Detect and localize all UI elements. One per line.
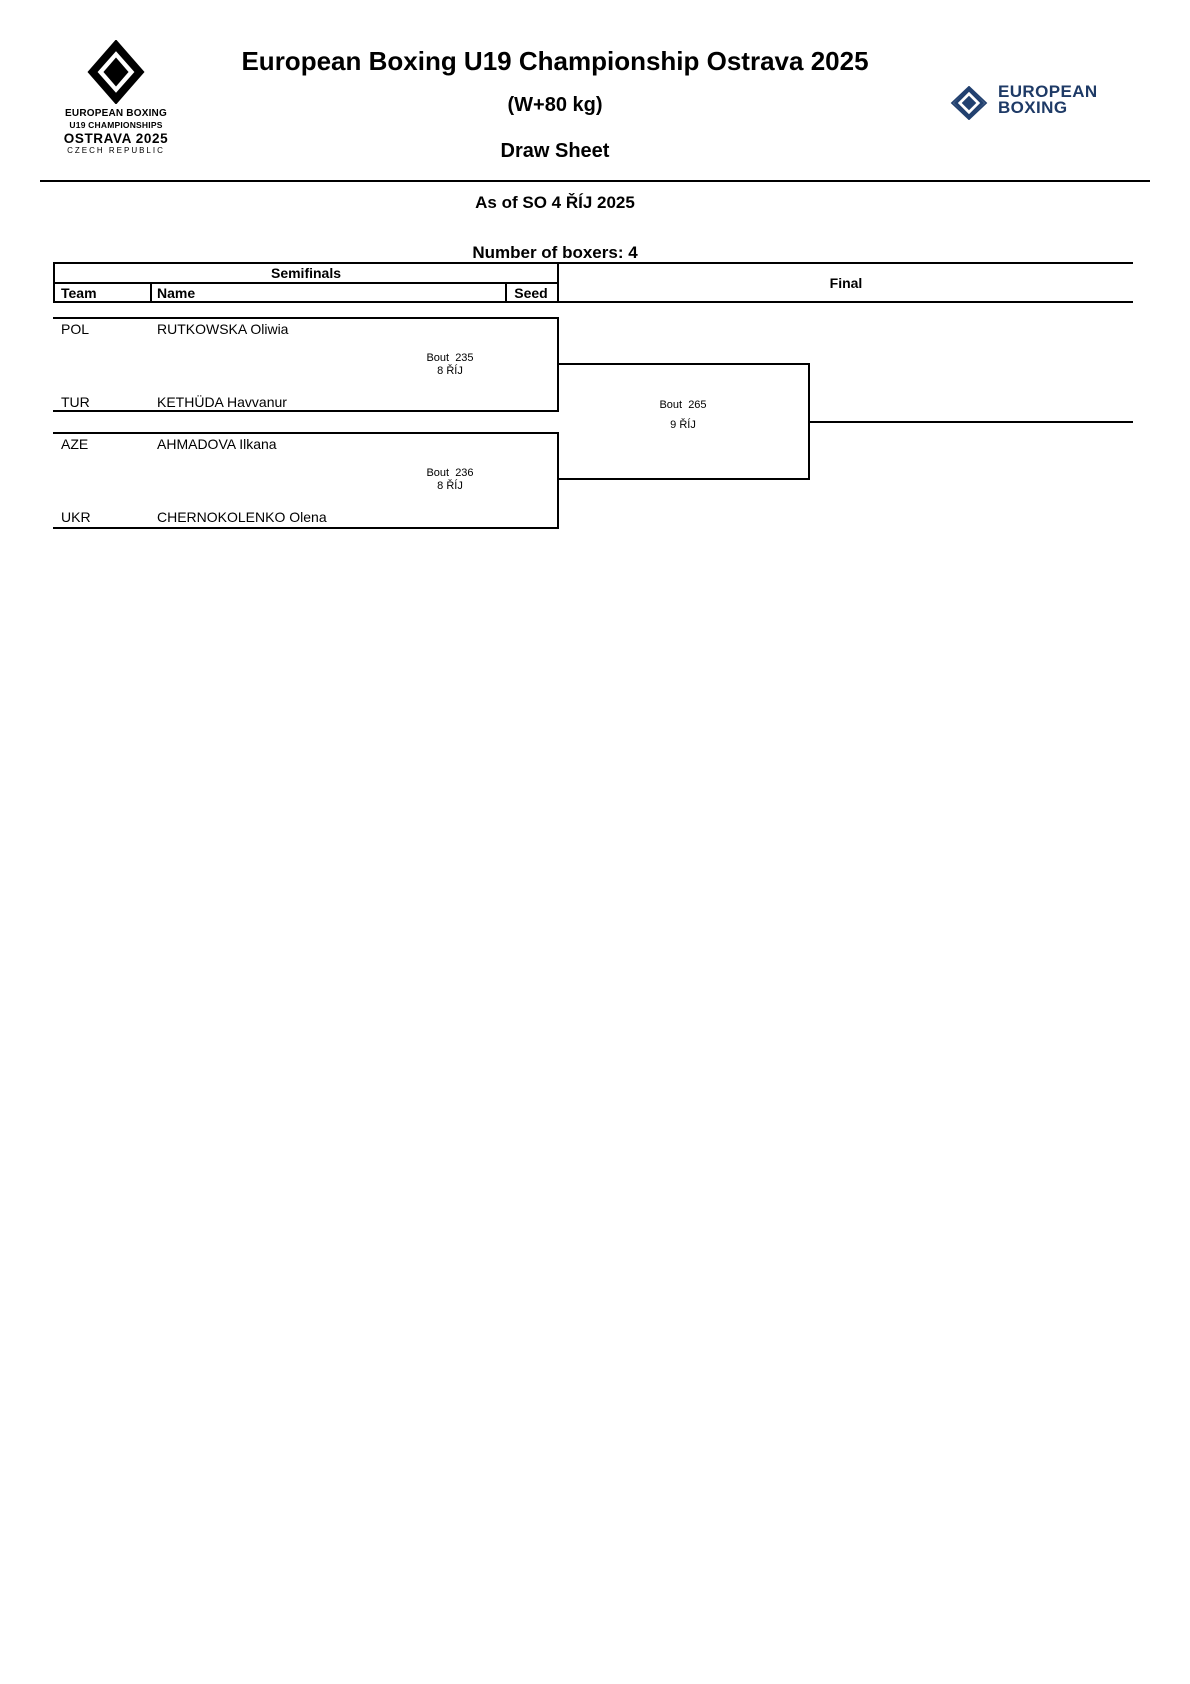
table-border — [53, 262, 55, 303]
table-border — [53, 262, 559, 264]
bout-label: Bout 236 — [426, 467, 474, 479]
boxer-name: RUTKOWSKA Oliwia — [157, 321, 289, 337]
bracket-line-top-sf1 — [53, 317, 559, 319]
bout-date: 9 ŘÍJ — [670, 419, 696, 431]
table-border — [53, 282, 559, 284]
boxer-team: AZE — [61, 436, 89, 452]
bout-date: 8 ŘÍJ — [437, 365, 463, 377]
bout-date: 8 ŘÍJ — [437, 480, 463, 492]
table-border — [505, 282, 507, 303]
bracket-winner-line-sf2 — [557, 478, 810, 480]
tournament-logo-line3: OSTRAVA 2025 — [63, 131, 169, 146]
bracket-connector-sf2 — [557, 432, 559, 529]
header-rule — [40, 180, 1150, 182]
round-header-semifinals: Semifinals — [270, 265, 342, 281]
tournament-logo-line4: CZECH REPUBLIC — [67, 146, 165, 155]
federation-logo-text: EUROPEAN BOXING — [998, 82, 1098, 117]
table-border — [53, 301, 559, 303]
tournament-logo-line1: EUROPEAN BOXING — [65, 108, 167, 119]
bracket-line-bottom-sf1 — [53, 410, 559, 412]
round-header-final: Final — [829, 275, 863, 291]
sheet-type: Draw Sheet — [500, 140, 610, 162]
col-header-team: Team — [61, 285, 97, 301]
boxer-team: UKR — [61, 509, 91, 525]
bracket-winner-line-final — [808, 421, 1133, 423]
table-border — [557, 262, 559, 303]
col-header-name: Name — [157, 285, 196, 301]
boxer-team: TUR — [61, 394, 90, 410]
bracket-line-top-sf2 — [53, 432, 559, 434]
gem-icon — [950, 86, 988, 120]
boxer-team: POL — [61, 321, 90, 337]
bout-label: Bout 235 — [426, 352, 474, 364]
federation-logo-line2: BOXING — [998, 98, 1068, 117]
federation-logo-line1: EUROPEAN — [998, 82, 1098, 101]
gem-icon — [87, 40, 145, 104]
boxer-name: KETHÜDA Havvanur — [157, 394, 287, 410]
boxer-count: Number of boxers: 4 — [472, 243, 638, 262]
weight-class: (W+80 kg) — [507, 94, 603, 116]
bout-label: Bout 265 — [659, 399, 707, 411]
as-of-date: As of SO 4 ŘÍJ 2025 — [475, 193, 635, 212]
boxer-name: AHMADOVA Ilkana — [157, 436, 277, 452]
col-header-seed: Seed — [514, 285, 548, 301]
bracket-line-bottom-sf2 — [53, 527, 559, 529]
boxer-name: CHERNOKOLENKO Olena — [157, 509, 327, 525]
tournament-logo-line2: U19 CHAMPIONSHIPS — [69, 120, 163, 130]
bracket-winner-line-sf1 — [557, 363, 810, 365]
table-border — [557, 301, 1133, 303]
tournament-logo: EUROPEAN BOXING U19 CHAMPIONSHIPS OSTRAV… — [48, 40, 184, 156]
table-border — [557, 262, 1133, 264]
page-title: European Boxing U19 Championship Ostrava… — [241, 46, 869, 76]
table-border — [150, 282, 152, 303]
